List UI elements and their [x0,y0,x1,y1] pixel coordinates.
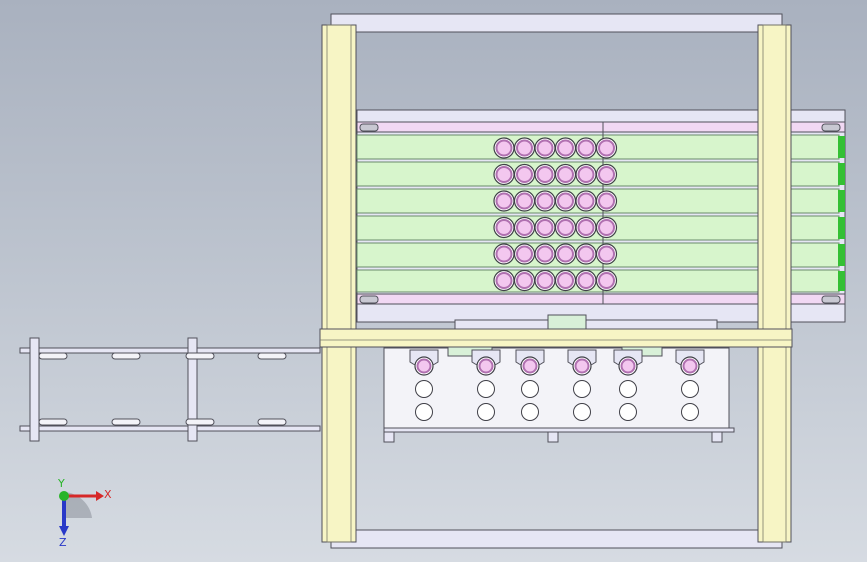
fixture-slot [613,349,643,421]
part-icon [513,137,536,159]
part-icon [575,137,597,159]
pulley-set [359,123,841,304]
cross-bar-left [29,337,40,442]
y-axis-icon [59,491,69,501]
left-conveyor-extension[interactable] [19,337,321,442]
part-icon [554,190,577,212]
part-icon [575,216,597,239]
part-icon [513,190,536,212]
part-icon [575,243,597,265]
part-icon [493,269,515,292]
fixture-hole [681,380,699,398]
part-icon [595,163,618,186]
fixture-hole [619,403,637,421]
part-icon [595,216,618,239]
column-left [321,24,357,543]
fixture-slot [675,349,705,421]
part-icon [575,269,597,292]
fixture-hole [619,380,637,398]
part-icon [575,163,597,186]
part-icon [534,190,556,212]
part-icon [595,269,618,292]
column-left-inset [326,24,352,543]
part-icon [493,243,515,265]
part-icon [513,163,536,186]
part-icon [595,190,618,212]
part-icon [534,216,556,239]
roller-row-lower [38,418,287,426]
cross-beam [319,328,793,348]
part-icon [595,243,618,265]
part-icon [554,163,577,186]
gripper-assembly[interactable] [383,314,735,443]
upper-rail [19,347,321,354]
part-icon [534,163,556,186]
fixture-hole [681,403,699,421]
column-structure[interactable] [319,24,793,543]
lane-end-accents [838,136,845,291]
part-icon [513,216,536,239]
fixture-slot [471,349,501,421]
fixture-hole [477,380,495,398]
column-right-inset [762,24,787,543]
bottom-rail [356,293,846,305]
part-icon [493,163,515,186]
column-right [757,24,792,543]
z-axis-label: Z [59,536,67,549]
top-beam [330,13,783,33]
gantry-frame[interactable] [330,13,783,549]
cross-bar-right [187,337,198,442]
part-icon [493,137,515,159]
lower-rail [19,425,321,432]
fixture-hole [415,403,433,421]
fixture-slot [409,349,439,421]
fixture-hole [521,380,539,398]
triad-shadow [64,492,92,518]
fixture-base-rail [383,427,735,433]
coordinate-triad: X Z Y [57,478,112,549]
fixture-slots [409,349,705,421]
z-arrow-icon [59,526,69,536]
part-icon [493,216,515,239]
roller-row-upper [38,352,287,360]
part-icon [513,269,536,292]
y-axis-label: Y [57,478,65,490]
parts-grid [493,137,618,292]
part-icon [575,190,597,212]
part-icon [595,137,618,159]
fixture-hole [573,403,591,421]
fixture-hole [415,380,433,398]
fixture-slot [515,349,545,421]
top-rail [356,121,846,133]
part-icon [554,243,577,265]
part-icon [513,243,536,265]
part-icon [554,216,577,239]
base-feet [383,431,723,443]
part-icon [534,137,556,159]
bottom-beam [330,529,783,549]
fixture-slot [567,349,597,421]
fixture-hole [521,403,539,421]
part-icon [554,137,577,159]
x-axis-label: X [104,488,112,501]
fixture-hole [573,380,591,398]
fixture-hole [477,403,495,421]
x-arrow-icon [96,491,104,501]
part-icon [493,190,515,212]
part-icon [554,269,577,292]
part-icon [534,269,556,292]
part-icon [534,243,556,265]
